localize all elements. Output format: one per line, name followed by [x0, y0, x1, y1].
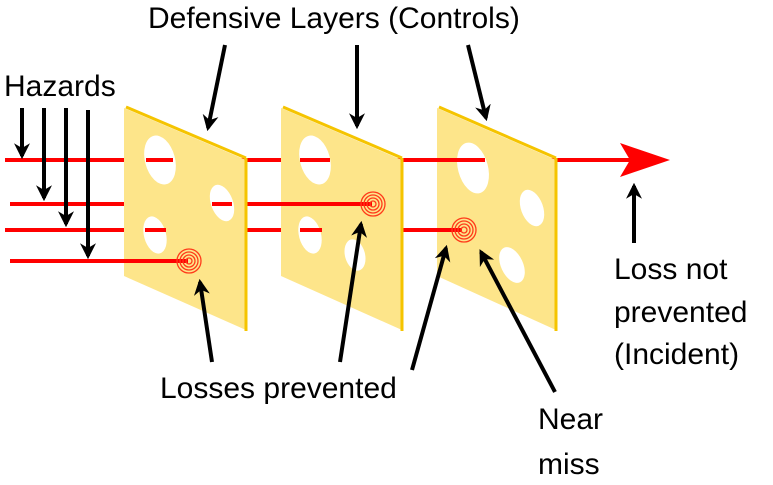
near-miss-arrow-2-icon	[479, 249, 557, 393]
loss-prevented-arrow-2-icon	[338, 220, 367, 363]
diagram-title: Defensive Layers (Controls)	[148, 2, 520, 35]
near-miss-label-line-2: miss	[538, 448, 600, 481]
near-miss-target-icon	[451, 217, 477, 243]
incident-arrowhead-icon	[620, 143, 670, 177]
defensive-layer-1	[124, 105, 248, 331]
defensive-layer-2	[281, 105, 404, 331]
near-miss-arrow-1-icon	[410, 244, 451, 371]
near-miss-label-line-1: Near	[538, 403, 604, 436]
incident-label-line-2: prevented	[614, 296, 748, 329]
incident-label-line-3: (Incident)	[614, 338, 740, 371]
impact-target-icon	[360, 191, 386, 217]
losses-prevented-label: Losses prevented	[160, 372, 397, 405]
incident-label-line-1: Loss not	[614, 253, 728, 286]
layer-3-arrow-icon	[466, 44, 491, 122]
hazards-label: Hazards	[4, 70, 116, 103]
impact-target-icon	[176, 248, 202, 274]
layer-1-arrow-icon	[202, 44, 227, 132]
defensive-layer-3	[437, 105, 558, 331]
loss-prevented-arrow-1-icon	[193, 278, 214, 363]
pointer-arrows	[14, 44, 642, 393]
